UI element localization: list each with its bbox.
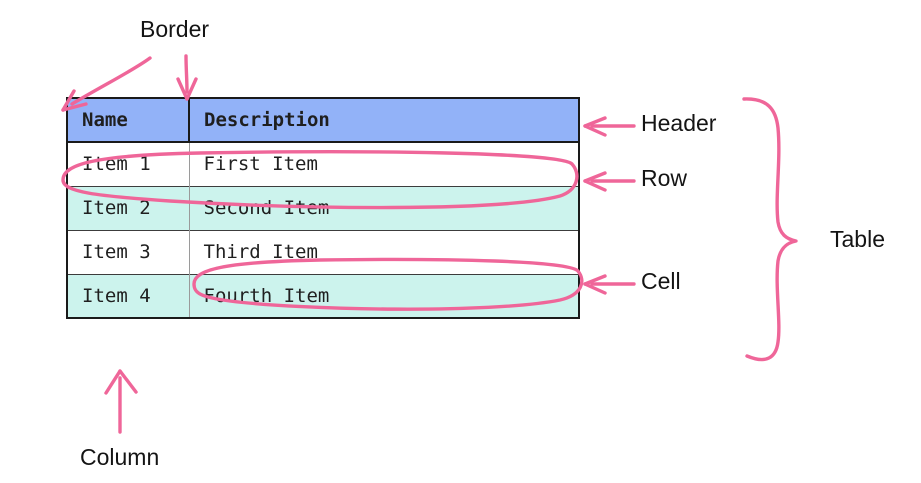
cell-name: Item 3 (67, 229, 189, 274)
table-body: Item 1 First Item Item 2 Second Item Ite… (67, 141, 579, 318)
annotation-label-border: Border (140, 16, 210, 42)
table-brace (742, 97, 798, 362)
column-header-name: Name (67, 98, 189, 143)
cell-name: Item 2 (67, 185, 189, 230)
column-header-description: Description (188, 98, 579, 143)
table-header-row: Name Description (67, 98, 579, 143)
cell-name: Item 1 (67, 141, 189, 186)
table-container: Name Description Item 1 First Item Item … (66, 97, 580, 319)
cell-description: First Item (188, 141, 579, 186)
row-arrow-icon (583, 171, 636, 192)
cell-description: Fourth Item (188, 273, 579, 318)
data-table: Name Description Item 1 First Item Item … (66, 97, 580, 319)
table-header: Name Description (67, 98, 579, 143)
annotation-label-row: Row (641, 165, 688, 191)
cell-description: Second Item (188, 185, 579, 230)
annotation-label-column: Column (80, 444, 160, 470)
table-row: Item 1 First Item (67, 141, 579, 186)
annotation-label-table: Table (830, 226, 885, 252)
cell-description: Third Item (188, 229, 579, 274)
border-arrow-down-icon (176, 54, 198, 101)
table-row: Item 3 Third Item (67, 229, 579, 274)
column-arrow-icon (104, 369, 138, 434)
table-row: Item 4 Fourth Item (67, 273, 579, 318)
annotation-label-cell: Cell (641, 268, 681, 294)
cell-arrow-icon (583, 274, 636, 295)
annotation-label-header: Header (641, 110, 717, 136)
table-row: Item 2 Second Item (67, 185, 579, 230)
header-arrow-icon (583, 116, 636, 137)
cell-name: Item 4 (67, 273, 189, 318)
